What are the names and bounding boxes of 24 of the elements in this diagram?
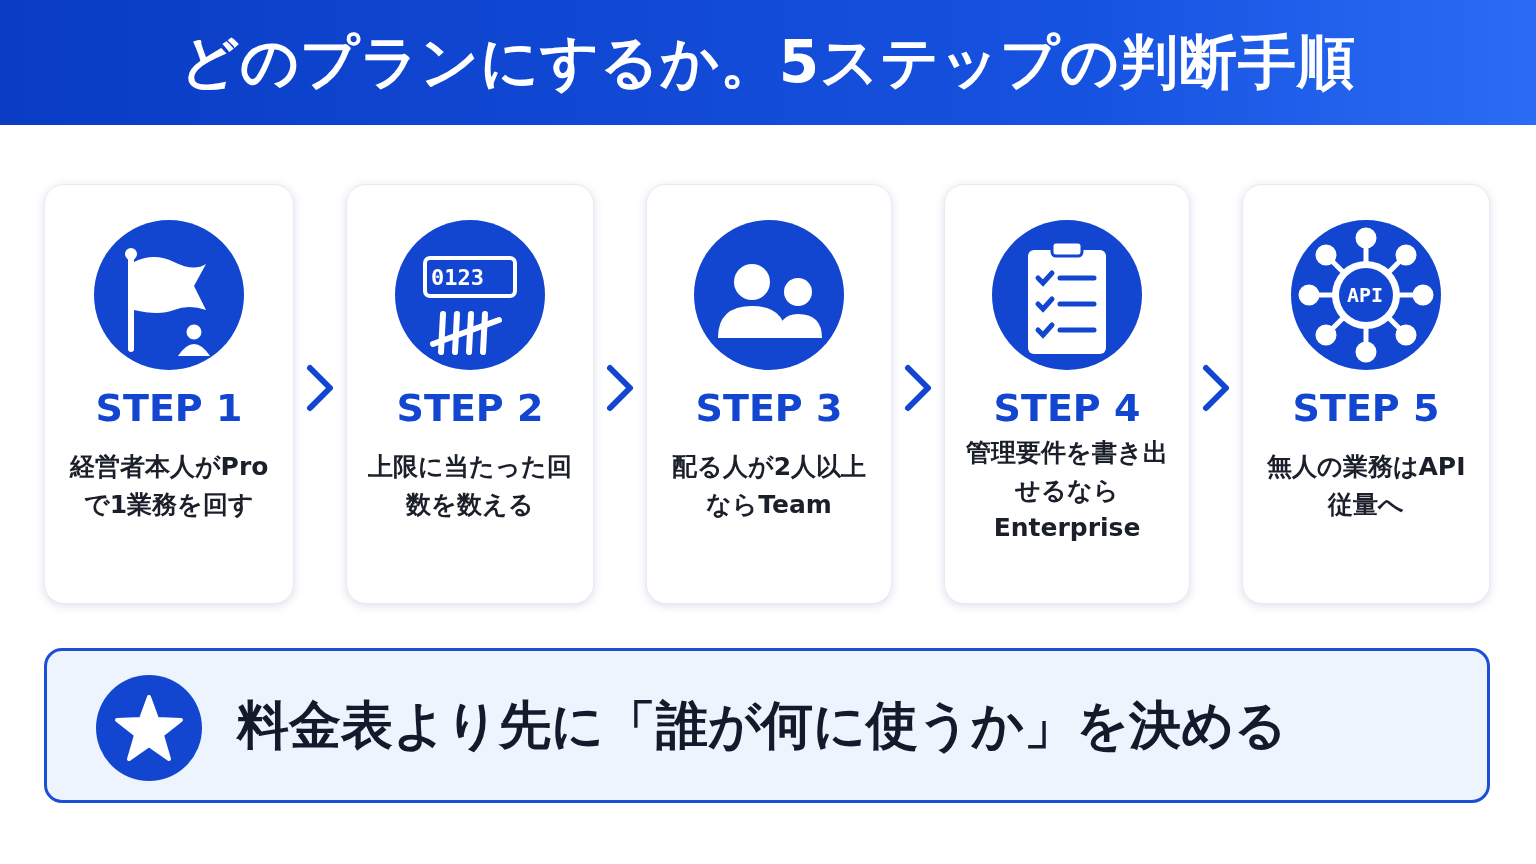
chevron-arrow: [607, 365, 633, 411]
step-card: [1242, 184, 1490, 604]
step-description: 上限に当たった回数を数える: [367, 451, 573, 521]
step-title: STEP 3: [695, 386, 843, 430]
step-title: STEP 2: [396, 386, 544, 430]
step-title: STEP 1: [95, 386, 243, 430]
step-card: [944, 184, 1190, 604]
step-description: 管理要件を書き出せるならEnterprise: [965, 437, 1169, 544]
title: どのプランにするか。5ステップの判断手順: [179, 26, 1357, 98]
chevron-arrow: [1203, 365, 1229, 411]
step-description: 経営者本人がProで1業務を回す: [68, 451, 270, 521]
chevron-arrow: [307, 365, 333, 411]
counter-digits: 0123: [431, 267, 484, 289]
step-card: [44, 184, 294, 604]
key-message-box: [44, 648, 1490, 803]
step-card: [346, 184, 594, 604]
step-title: STEP 5: [1292, 386, 1440, 430]
step-description: 配る人が2人以上ならTeam: [670, 451, 868, 521]
step-title: STEP 4: [993, 386, 1141, 430]
step-card: [646, 184, 892, 604]
api-label: API: [1347, 285, 1384, 305]
chevron-arrow: [905, 365, 931, 411]
key-message: 料金表より先に「誰が何に使うか」を決める: [237, 693, 1287, 757]
step-description: 無人の業務はAPI従量へ: [1265, 451, 1467, 521]
